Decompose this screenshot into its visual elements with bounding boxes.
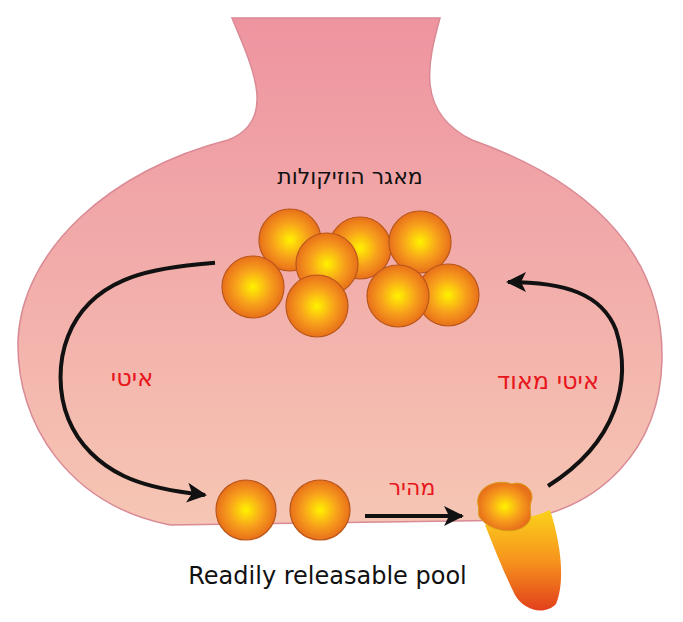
fusing-vesicle bbox=[478, 482, 532, 531]
releasable-vesicles bbox=[216, 480, 350, 540]
axon-terminal bbox=[18, 18, 662, 525]
vesicle bbox=[389, 211, 451, 273]
vesicle bbox=[367, 265, 429, 327]
node-label: מאגר הוזיקולות bbox=[277, 164, 423, 190]
vesicle bbox=[216, 480, 276, 540]
rate-label: איטי bbox=[111, 364, 153, 393]
rate-label: מהיר bbox=[389, 475, 436, 501]
vesicle bbox=[286, 275, 348, 337]
transition-arrow bbox=[61, 263, 215, 495]
vesicle-cluster bbox=[222, 209, 479, 337]
rate-label: איטי מאוד bbox=[497, 367, 599, 396]
fast-arrow bbox=[365, 514, 462, 518]
vesicle bbox=[222, 256, 284, 318]
vesicle bbox=[290, 480, 350, 540]
vesicle-pool: מאגר הוזיקולות bbox=[215, 160, 485, 340]
node-label: Readily releasable pool bbox=[188, 562, 467, 591]
